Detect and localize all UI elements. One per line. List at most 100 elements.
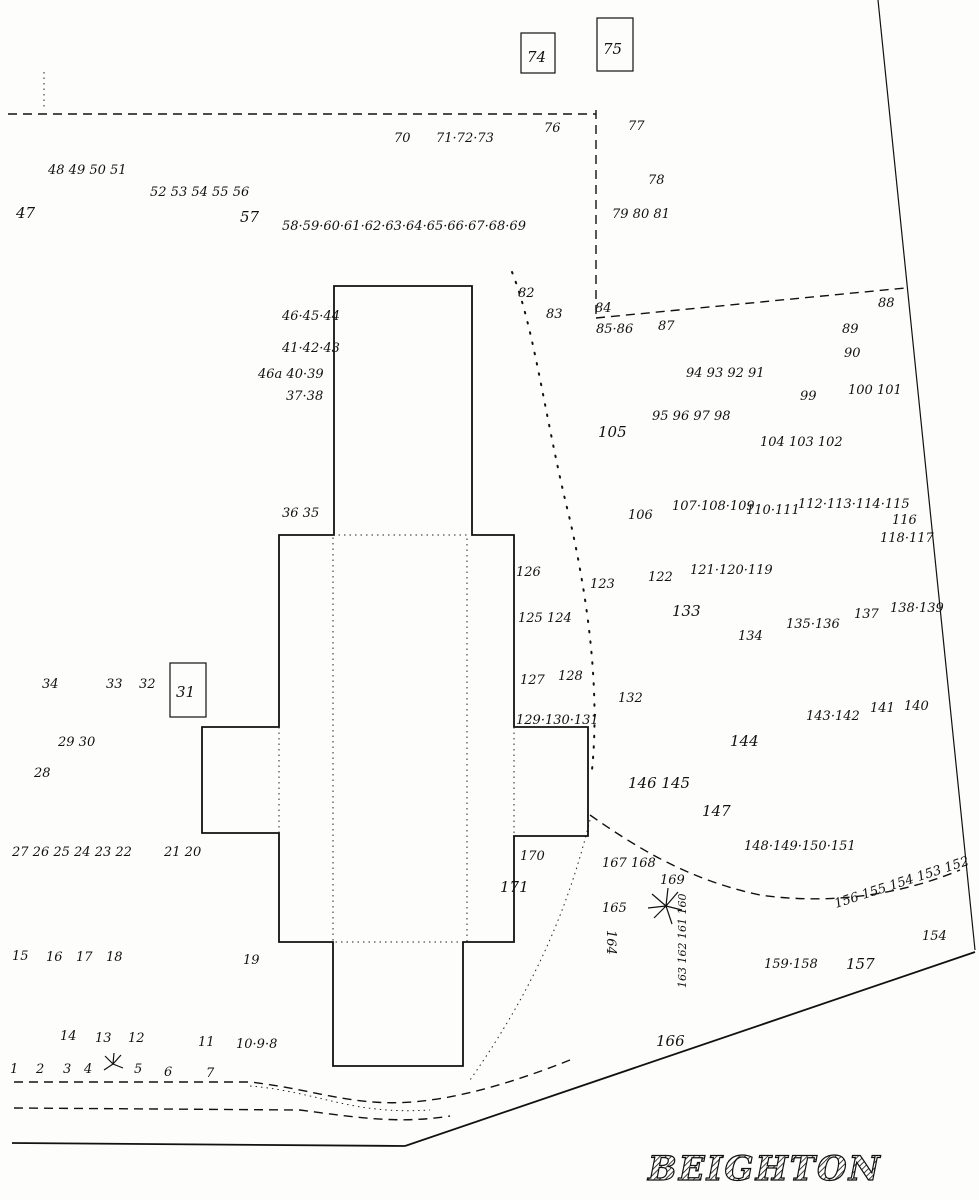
plot-3: 3 (63, 1062, 71, 1077)
plot-83: 83 (546, 307, 563, 322)
plot-135-136: 135·136 (786, 617, 840, 632)
plot-146-145: 146 145 (628, 774, 690, 792)
plot-125-124: 125 124 (518, 611, 572, 626)
plot-171: 171 (500, 878, 529, 896)
plot-13: 13 (95, 1031, 112, 1046)
plot-15: 15 (12, 949, 29, 964)
plot-127: 127 (520, 673, 546, 688)
plot-10-9-8: 10·9·8 (236, 1037, 277, 1052)
box-plot-74 (520, 32, 556, 74)
plot-47: 47 (15, 204, 36, 222)
box-plot-75 (596, 17, 634, 72)
plot-99: 99 (800, 389, 817, 404)
plot-74: 74 (527, 48, 546, 66)
plot-11: 11 (198, 1035, 215, 1050)
plot-33: 33 (106, 677, 123, 692)
plot-28: 28 (33, 766, 51, 781)
plot-137: 137 (854, 607, 880, 622)
plot-4: 4 (83, 1062, 92, 1077)
plot-134: 134 (738, 629, 763, 644)
plot-87: 87 (658, 319, 675, 334)
plot-2: 2 (35, 1062, 44, 1077)
plot-41-42-43: 41·42·43 (281, 341, 340, 356)
plot-70: 70 (394, 131, 411, 146)
plot-100-101: 100 101 (848, 383, 902, 398)
plot-128: 128 (558, 669, 583, 684)
tree-symbol (647, 887, 683, 925)
plot-46a-40-39: 46a 40·39 (257, 367, 324, 382)
plot-170: 170 (520, 849, 545, 864)
plot-34: 34 (42, 677, 59, 692)
plot-32: 32 (139, 677, 156, 692)
plot-143-142: 143·142 (806, 709, 860, 724)
plot-labels: 1 2 3 4 5 6 7 10·9·8 11 12 13 14 15 16 1… (10, 40, 971, 1081)
plot-156-152: 156 155 154 153 152 (833, 854, 971, 912)
plot-5: 5 (134, 1062, 142, 1077)
map-title: BEIGHTON (647, 1149, 882, 1189)
plot-107-109: 107·108·109 (672, 499, 755, 514)
plot-36-35: 36 35 (282, 506, 319, 521)
plot-129-131: 129·130·131 (516, 713, 599, 728)
plot-82: 82 (518, 286, 535, 301)
plot-163-160: 163 162 161 160 (676, 894, 689, 988)
plot-71-73: 71·72·73 (436, 131, 494, 146)
plot-16: 16 (46, 950, 63, 965)
plot-52-56: 52 53 54 55 56 (150, 185, 249, 200)
plot-7: 7 (206, 1066, 215, 1081)
plot-140: 140 (904, 699, 929, 714)
plot-110-111: 110·111 (746, 503, 800, 518)
plot-112-115: 112·113·114·115 (798, 497, 910, 512)
plot-85-86: 85·86 (596, 322, 633, 337)
plot-118-117: 118·117 (880, 531, 934, 546)
plot-132: 132 (618, 691, 643, 706)
plot-17: 17 (76, 950, 93, 965)
plot-27-22: 27 26 25 24 23 22 (11, 845, 132, 860)
plot-104-102: 104 103 102 (760, 435, 843, 450)
plot-159-158: 159·158 (764, 957, 818, 972)
plot-1: 1 (10, 1062, 18, 1077)
plot-76: 76 (544, 121, 561, 136)
plot-94-91: 94 93 92 91 (686, 366, 765, 381)
plot-165: 165 (602, 901, 627, 916)
plot-78: 78 (648, 173, 665, 188)
plot-6: 6 (164, 1065, 172, 1080)
plot-18: 18 (106, 950, 123, 965)
plot-21-20: 21 20 (163, 845, 201, 860)
plot-141: 141 (870, 701, 895, 716)
plot-122: 122 (648, 570, 673, 585)
plot-19: 19 (243, 953, 260, 968)
plot-169: 169 (660, 873, 685, 888)
plot-84: 84 (595, 301, 612, 316)
plot-105: 105 (598, 423, 627, 441)
plot-37-38: 37·38 (286, 389, 323, 404)
plot-57: 57 (240, 208, 260, 226)
plot-138-139: 138·139 (890, 601, 944, 616)
plot-166: 166 (656, 1032, 685, 1050)
plot-123: 123 (590, 577, 615, 592)
plot-157: 157 (846, 955, 875, 973)
shrub-symbol (103, 1052, 124, 1071)
plot-58-69: 58·59·60·61·62·63·64·65·66·67·68·69 (282, 219, 526, 234)
plot-79-81: 79 80 81 (612, 207, 670, 222)
box-plot-31 (169, 662, 207, 718)
plot-95-98: 95 96 97 98 (652, 409, 731, 424)
plot-88: 88 (878, 296, 895, 311)
plot-77: 77 (628, 119, 645, 134)
plot-164: 164 (603, 930, 618, 955)
plot-133: 133 (672, 602, 701, 620)
boundary-lines (8, 0, 976, 1147)
plot-14: 14 (60, 1029, 77, 1044)
plot-167-168: 167 168 (602, 856, 656, 871)
plot-89: 89 (842, 322, 859, 337)
plot-29-30: 29 30 (57, 735, 95, 750)
plot-48-51: 48 49 50 51 (47, 163, 127, 178)
plot-154: 154 (922, 929, 947, 944)
plot-12: 12 (128, 1031, 145, 1046)
plot-46-45-44: 46·45·44 (281, 309, 340, 324)
plot-90: 90 (844, 346, 861, 361)
plot-75: 75 (603, 40, 622, 58)
plot-126: 126 (516, 565, 541, 580)
plot-116: 116 (892, 513, 917, 528)
plot-147: 147 (702, 802, 731, 820)
